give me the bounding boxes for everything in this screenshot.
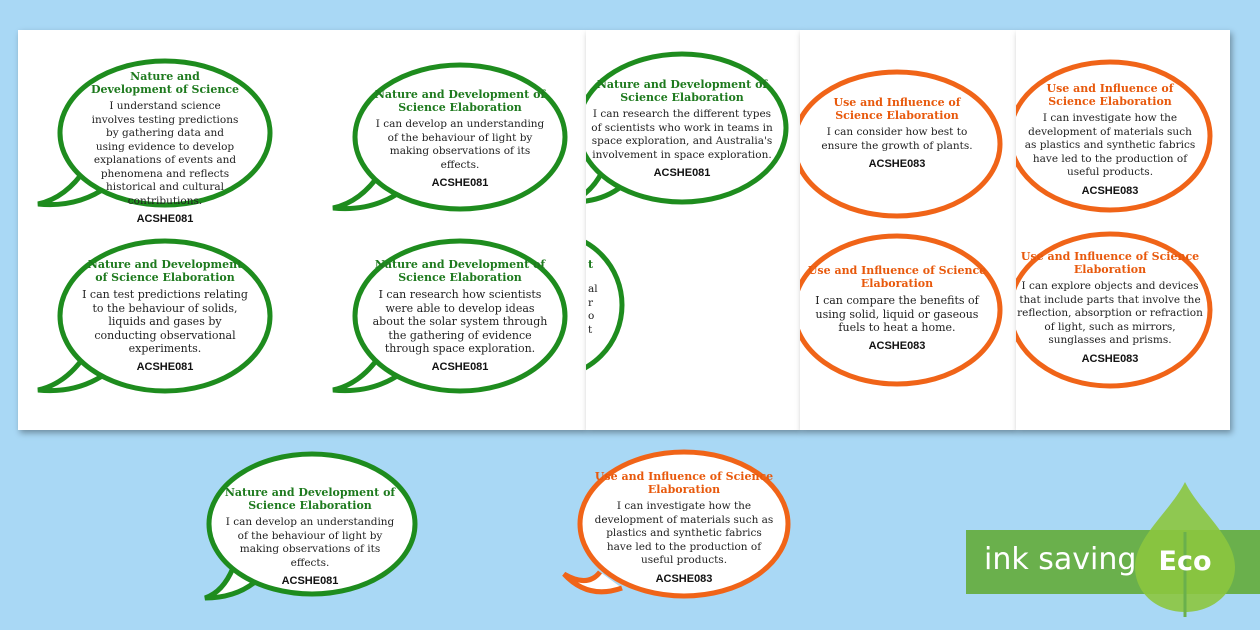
partial-card-line: r: [588, 296, 594, 309]
card-title: Use and Influence of Science Elaboration: [807, 264, 987, 290]
card-title: Use and Influence of Science Elaboration: [1020, 250, 1200, 276]
card-code: ACSHE081: [653, 167, 711, 179]
card-title: Use and Influence of Science Elaboration: [594, 470, 774, 496]
card-title: Nature and Development of Science Elabor…: [596, 78, 768, 104]
card-title: Nature and Development of Science: [90, 70, 240, 96]
speech-bubble-card: Use and Influence of Science Elaboration…: [1016, 231, 1213, 389]
speech-bubble-card: Use and Influence of Science Elaboration…: [800, 69, 1003, 219]
card-code: ACSHE083: [868, 339, 926, 352]
speech-bubble-card: Use and Influence of Science Elaboration…: [800, 233, 1003, 387]
card-body: I can develop an understanding of the be…: [375, 118, 545, 171]
worksheet-page-4: Use and Influence of Science Elaboration…: [1016, 30, 1230, 430]
card-title: Use and Influence of Science Elaboration: [833, 96, 961, 122]
card-title: Nature and Development of Science Elabor…: [87, 258, 243, 284]
card-code: ACSHE081: [281, 575, 339, 587]
eco-label: Eco: [1158, 546, 1212, 577]
card-body: I can investigate how the development of…: [594, 500, 774, 566]
card-body: I can test predictions relating to the b…: [82, 288, 248, 355]
card-body: I can research how scientists were able …: [372, 288, 548, 355]
speech-bubble-card: Nature and Development of Science Elabor…: [332, 62, 568, 212]
eco-leaf-icon: Eco: [1130, 482, 1240, 621]
card-code: ACSHE083: [655, 572, 713, 585]
card-code: ACSHE081: [136, 213, 194, 225]
speech-bubble-card: Use and Influence of Science Elaboration…: [1016, 59, 1213, 213]
card-body: I can consider how best to ensure the gr…: [821, 126, 973, 152]
partial-card-line: o: [588, 310, 595, 322]
card-code: ACSHE083: [868, 158, 926, 170]
card-code: ACSHE081: [431, 177, 489, 189]
worksheet-page-1: Nature and Development of Science I unde…: [18, 30, 586, 430]
card-title: Nature and Development of Science Elabor…: [224, 486, 396, 512]
card-body: I understand science involves testing pr…: [91, 100, 239, 207]
card-title: Use and Influence of Science Elaboration: [1046, 82, 1174, 108]
partial-speech-bubble-card: t al r o t: [586, 230, 625, 380]
ink-saving-label: ink saving: [984, 542, 1137, 577]
card-body: I can develop an understanding of the be…: [225, 516, 395, 569]
speech-bubble-card: Nature and Development of Science I unde…: [37, 58, 273, 225]
speech-bubble-card: Nature and Development of Science Elabor…: [204, 451, 418, 601]
speech-bubble-card: Nature and Development of Science Elabor…: [586, 51, 789, 206]
card-body: I can compare the benefits of using soli…: [815, 294, 979, 334]
card-title: Nature and Development of Science Elabor…: [374, 258, 546, 284]
card-body: I can research the different types of sc…: [591, 108, 773, 161]
speech-bubble-card: Nature and Development of Science Elabor…: [332, 238, 568, 394]
partial-card-line: al: [588, 283, 598, 295]
partial-card-title: t: [588, 258, 594, 271]
card-body: I can investigate how the development of…: [1024, 112, 1196, 178]
card-code: ACSHE081: [431, 360, 489, 373]
worksheet-page-3: Use and Influence of Science Elaboration…: [800, 30, 1016, 430]
card-code: ACSHE081: [136, 360, 194, 373]
worksheet-page-2: Nature and Development of Science Elabor…: [586, 30, 800, 430]
partial-card-line: t: [588, 323, 593, 336]
speech-bubble-card: Nature and Development of Science Elabor…: [37, 238, 273, 394]
speech-bubble-card: Use and Influence of Science Elaboration…: [562, 449, 791, 602]
card-code: ACSHE083: [1081, 184, 1139, 197]
card-title: Nature and Development of Science Elabor…: [374, 88, 546, 114]
card-code: ACSHE083: [1081, 352, 1139, 365]
card-body: I can explore objects and devices that i…: [1017, 280, 1203, 346]
